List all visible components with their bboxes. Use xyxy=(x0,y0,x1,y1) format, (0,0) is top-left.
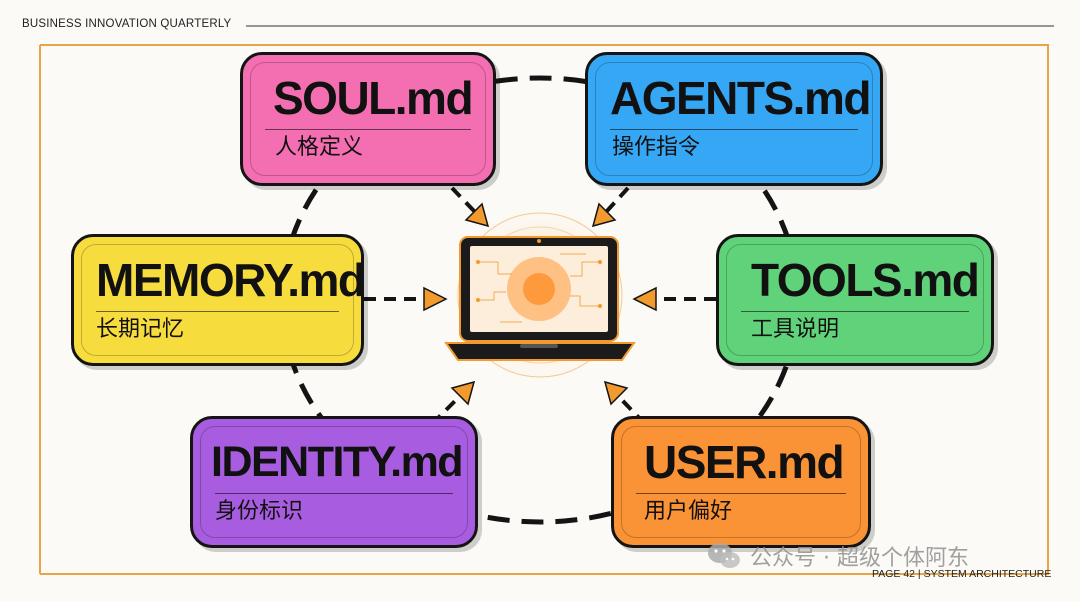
card-title: IDENTITY.md xyxy=(211,438,464,486)
section-name: SYSTEM ARCHITECTURE xyxy=(923,568,1052,580)
card-divider xyxy=(610,129,858,130)
card-title: AGENTS.md xyxy=(610,72,871,124)
card-inner-border xyxy=(726,244,984,356)
card-inner-border xyxy=(250,62,486,176)
card-inner-border xyxy=(595,62,873,176)
card-divider xyxy=(215,493,453,494)
card-divider xyxy=(265,129,471,130)
card-agents[interactable]: AGENTS.md 操作指令 xyxy=(585,52,883,186)
page-number: PAGE 42 xyxy=(872,568,915,580)
card-memory[interactable]: MEMORY.md 长期记忆 xyxy=(71,234,364,366)
card-title: MEMORY.md xyxy=(96,254,364,306)
card-subtitle: 工具说明 xyxy=(751,317,840,342)
card-subtitle: 身份标识 xyxy=(215,499,304,524)
card-subtitle: 用户偏好 xyxy=(644,499,733,524)
card-user[interactable]: USER.md 用户偏好 xyxy=(611,416,871,548)
card-divider xyxy=(636,493,846,494)
card-divider xyxy=(741,311,969,312)
arrow-tools-icon xyxy=(632,286,657,312)
watermark-text: 公众号 · 超级个体阿东 xyxy=(750,546,969,571)
frame-line xyxy=(40,44,1049,575)
arrow-user-icon xyxy=(603,380,629,406)
card-subtitle: 长期记忆 xyxy=(96,317,185,342)
page-footer: PAGE 42 | SYSTEM ARCHITECTURE xyxy=(872,568,1051,580)
arrow-soul-icon xyxy=(464,202,490,228)
card-identity[interactable]: IDENTITY.md 身份标识 xyxy=(190,416,478,548)
card-inner-border xyxy=(200,426,468,538)
publication-name: BUSINESS INNOVATION QUARTERLY xyxy=(22,18,232,30)
arrow-agents-icon xyxy=(591,202,617,228)
card-tools[interactable]: TOOLS.md 工具说明 xyxy=(716,234,994,366)
arrow-identity-icon xyxy=(450,380,476,406)
arrow-memory-icon xyxy=(423,286,448,312)
wechat-icon xyxy=(708,543,740,568)
card-inner-border xyxy=(81,244,354,356)
center-ring xyxy=(457,212,623,378)
connector-agents xyxy=(604,186,630,214)
connector-soul xyxy=(450,186,477,214)
footer-separator: | xyxy=(917,568,924,580)
card-divider xyxy=(96,311,339,312)
card-subtitle: 操作指令 xyxy=(612,135,701,160)
card-title: USER.md xyxy=(644,436,845,488)
card-subtitle: 人格定义 xyxy=(275,135,364,160)
laptop-icon xyxy=(444,236,636,361)
card-inner-border xyxy=(621,426,861,538)
card-soul[interactable]: SOUL.md 人格定义 xyxy=(240,52,496,186)
watermark: 公众号 · 超级个体阿东 xyxy=(706,540,969,572)
card-title: TOOLS.md xyxy=(751,254,980,306)
card-title: SOUL.md xyxy=(273,72,474,124)
